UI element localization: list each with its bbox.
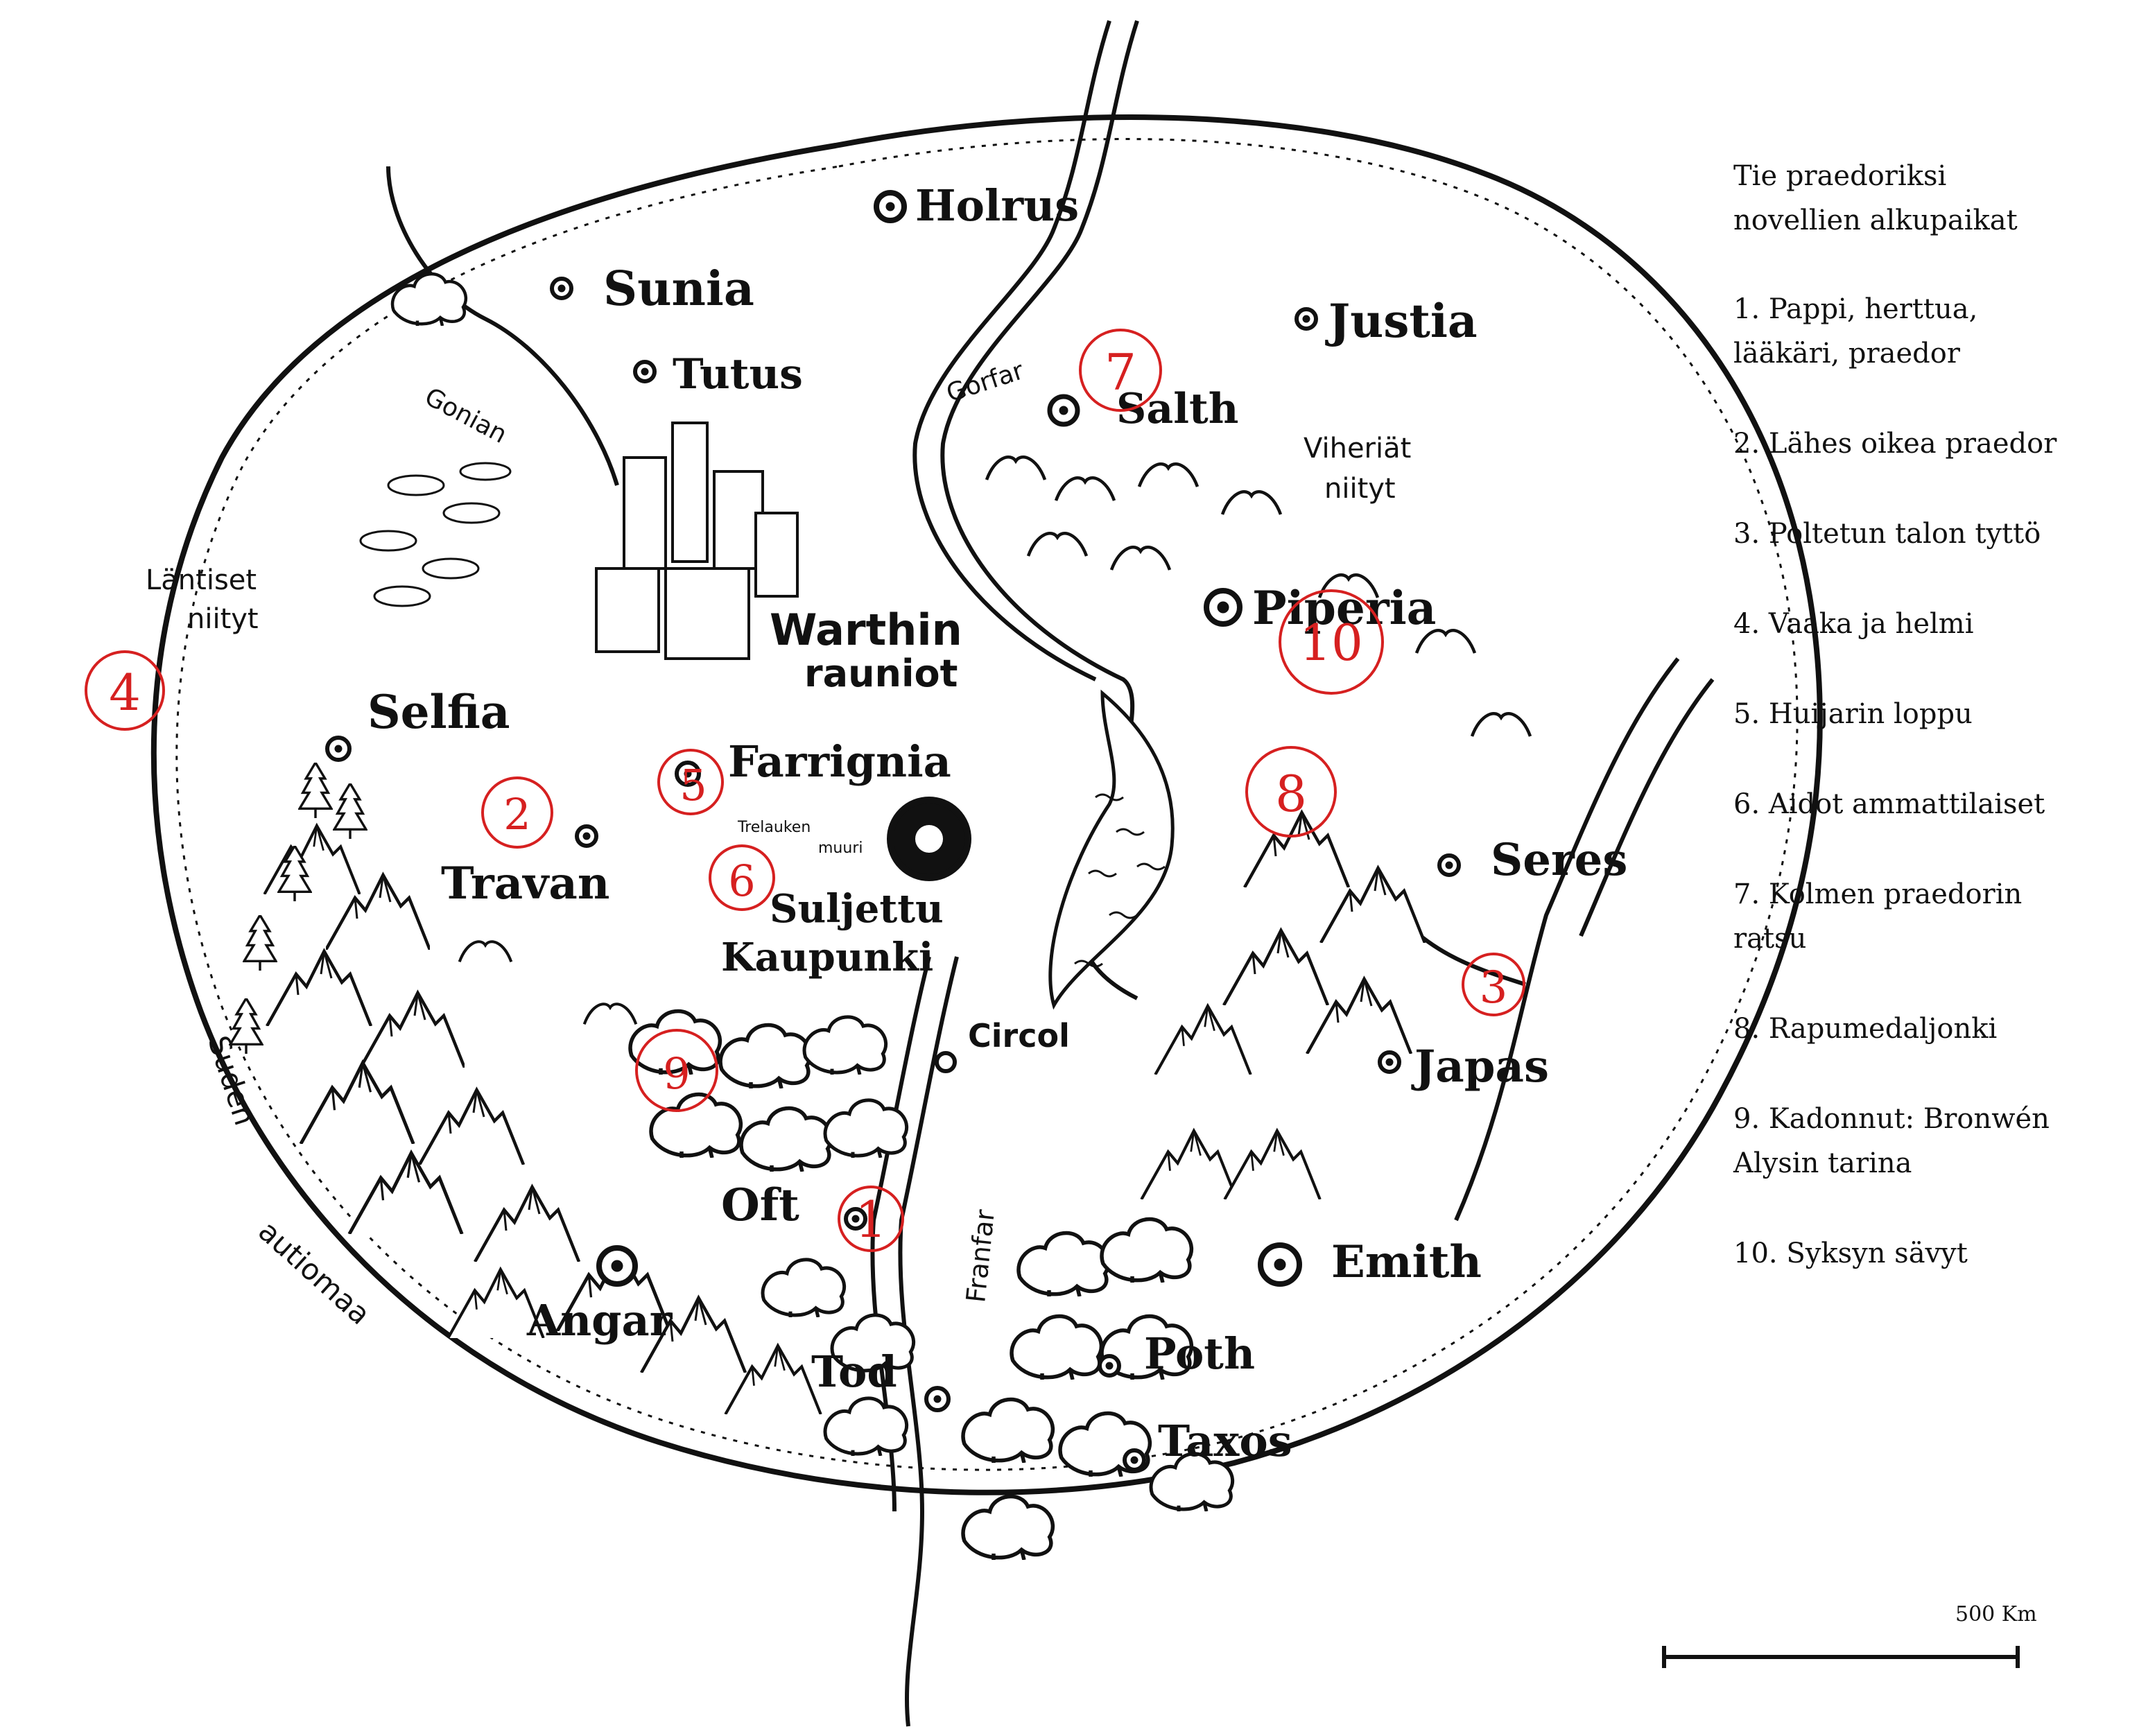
legend-item-line1: 7. Kolmen praedorin xyxy=(1733,878,2023,910)
label-holrus: Holrus xyxy=(915,180,1079,231)
circol-marker xyxy=(935,1051,957,1073)
city-labels: Holrus Sunia Tutus Justia Salth Piperia … xyxy=(367,180,1627,1466)
legend: Tie praedoriksi novellien alkupaikat 1. … xyxy=(1733,154,2122,1321)
legend-item-line1: 4. Vaaka ja helmi xyxy=(1733,608,1974,640)
marker-3: 3 xyxy=(1480,962,1508,1014)
marker-10-ring xyxy=(1279,589,1384,695)
legend-item: 2. Lähes oikea praedor xyxy=(1733,422,2122,466)
label-muuri-2: muuri xyxy=(818,840,863,857)
label-taxos: Taxos xyxy=(1158,1416,1292,1466)
label-farrignia: Farrignia xyxy=(728,736,951,787)
legend-item-line1: 1. Pappi, herttua, xyxy=(1733,293,1978,325)
label-gonian: Gonian xyxy=(420,383,512,449)
marker-4-ring xyxy=(85,650,165,731)
legend-item: 5. Huijarin loppu xyxy=(1733,692,2122,736)
label-muuri-1: Trelauken xyxy=(737,819,811,836)
lake xyxy=(1048,689,1175,1010)
label-angar: Angar xyxy=(526,1295,673,1346)
marker-1: 1 xyxy=(855,1190,887,1249)
marker-9: 9 xyxy=(663,1048,690,1099)
legend-item-line1: 3. Poltetun talon tyttö xyxy=(1733,518,2041,550)
legend-title-line2: novellien alkupaikat xyxy=(1733,205,2018,236)
label-selfia: Selfia xyxy=(367,685,510,739)
story-marker-numbers: 1 2 3 4 5 6 7 8 9 10 xyxy=(109,343,1507,1249)
world-border-inner xyxy=(175,138,1799,1471)
label-suljettu: Suljettu xyxy=(770,886,944,932)
warthin-ruins xyxy=(595,422,799,660)
label-seres: Seres xyxy=(1491,834,1627,886)
label-viheriat: Viheriät xyxy=(1304,433,1411,465)
label-sunia: Sunia xyxy=(603,261,754,317)
legend-item-line2: lääkäri, praedor xyxy=(1733,338,1960,370)
marker-8: 8 xyxy=(1275,765,1307,823)
label-lantiset: Läntiset xyxy=(146,564,257,596)
legend-item: 10. Syksyn sävyt xyxy=(1733,1231,2122,1276)
marker-6: 6 xyxy=(728,856,755,906)
label-rauniot: rauniot xyxy=(804,652,958,695)
legend-item: 1. Pappi, herttua, lääkäri, praedor xyxy=(1733,287,2122,376)
legend-item-line1: 10. Syksyn sävyt xyxy=(1733,1238,1968,1269)
label-justia: Justia xyxy=(1325,294,1478,348)
marker-10: 10 xyxy=(1299,614,1363,672)
legend-title-line1: Tie praedoriksi xyxy=(1733,160,1947,192)
lake-waves xyxy=(1074,793,1166,968)
marker-9-ring xyxy=(635,1029,718,1112)
label-japas: Japas xyxy=(1411,1041,1549,1093)
marker-1-ring xyxy=(838,1186,904,1252)
marker-7: 7 xyxy=(1105,343,1136,401)
label-warthin: Warthin xyxy=(770,605,962,655)
marker-2: 2 xyxy=(503,789,530,840)
label-tod: Tod xyxy=(811,1346,897,1397)
legend-item-line2: Alysin tarina xyxy=(1733,1147,1912,1179)
label-poth: Poth xyxy=(1144,1328,1255,1379)
mountains-east xyxy=(1141,813,1425,1199)
marker-5: 5 xyxy=(679,760,707,810)
legend-item: 4. Vaaka ja helmi xyxy=(1733,602,2122,646)
marker-2-ring xyxy=(481,776,553,849)
scale-label: 500 Km xyxy=(1955,1602,2037,1626)
marker-5-ring xyxy=(657,749,724,815)
legend-item-line1: 9. Kadonnut: Bronwén xyxy=(1733,1103,2050,1135)
story-markers xyxy=(85,329,1525,1252)
label-gorfar: Gorfar xyxy=(943,356,1028,408)
marker-8-ring xyxy=(1245,746,1337,837)
label-salth: Salth xyxy=(1116,385,1238,433)
settlement-symbols xyxy=(325,190,1461,1472)
label-circol: Circol xyxy=(968,1017,1070,1054)
marker-4: 4 xyxy=(109,663,141,722)
marsh xyxy=(359,462,512,607)
legend-item-line2: ratsu xyxy=(1733,923,1807,955)
label-franfar: Franfar xyxy=(960,1208,1001,1304)
legend-item-line1: 2. Lähes oikea praedor xyxy=(1733,428,2057,460)
marker-3-ring xyxy=(1462,953,1525,1016)
legend-item: 8. Rapumedaljonki xyxy=(1733,1007,2122,1051)
legend-item-line1: 8. Rapumedaljonki xyxy=(1733,1013,1998,1045)
legend-item-line1: 6. Aidot ammattilaiset xyxy=(1733,788,2045,820)
legend-item: 3. Poltetun talon tyttö xyxy=(1733,512,2122,556)
legend-item-line1: 5. Huijarin loppu xyxy=(1733,698,1973,730)
label-tutus: Tutus xyxy=(673,350,803,399)
marker-7-ring xyxy=(1079,329,1162,412)
legend-item: 7. Kolmen praedorin ratsu xyxy=(1733,872,2122,961)
label-suden: Suden xyxy=(201,1032,262,1129)
marker-6-ring xyxy=(709,844,775,911)
label-viheriat-niityt: niityt xyxy=(1324,473,1396,505)
legend-title: Tie praedoriksi novellien alkupaikat xyxy=(1733,154,2122,243)
label-travan: Travan xyxy=(441,858,609,910)
legend-item: 9. Kadonnut: Bronwén Alysin tarina xyxy=(1733,1097,2122,1186)
label-emith: Emith xyxy=(1331,1236,1482,1288)
scale-bar: 500 Km xyxy=(1662,1602,2037,1668)
label-oft: Oft xyxy=(721,1179,799,1231)
label-lantiset-niityt: niityt xyxy=(187,603,259,635)
label-kaupunki: Kaupunki xyxy=(721,935,933,980)
legend-item: 6. Aidot ammattilaiset xyxy=(1733,782,2122,826)
